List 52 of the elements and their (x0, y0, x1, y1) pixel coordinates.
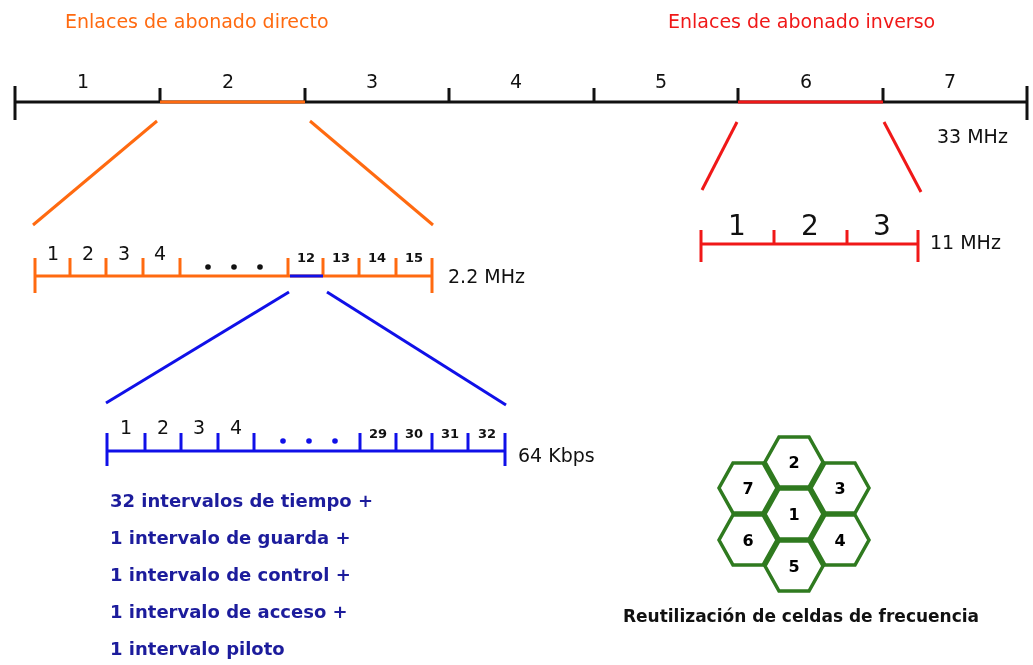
cell-number: 6 (741, 530, 755, 550)
hexagon-cell (717, 513, 779, 567)
slot-number: 3 (192, 418, 206, 437)
bandwidth-label: 33 MHz (937, 127, 1008, 146)
cell-number: 1 (787, 504, 801, 524)
channel-number: 14 (367, 251, 387, 264)
slot-number: 30 (404, 427, 424, 440)
note-line: 1 intervalo de acceso + (110, 603, 348, 621)
note-line: 1 intervalo piloto (110, 640, 285, 658)
channel-number: 2 (81, 244, 95, 263)
hexagon-cell (809, 513, 871, 567)
bandwidth-label: 64 Kbps (518, 446, 595, 465)
caption: Reutilización de celdas de frecuencia (622, 608, 980, 625)
channel-number: 4 (509, 72, 523, 91)
note-line: 1 intervalo de guarda + (110, 529, 351, 547)
hexagon-cell (763, 487, 825, 541)
channel-number: 3 (365, 72, 379, 91)
channel-number: 5 (654, 72, 668, 91)
channel-number: 2 (801, 212, 819, 240)
channel-number: 1 (728, 212, 746, 240)
channel-number: 13 (331, 251, 351, 264)
slot-number: 4 (229, 418, 243, 437)
hexagon-cell (763, 539, 825, 593)
channel-number: 12 (296, 251, 316, 264)
hexagon-cell (763, 435, 825, 489)
channel-number: 1 (76, 72, 90, 91)
slot-number: 2 (156, 418, 170, 437)
cell-number: 5 (787, 556, 801, 576)
note-line: 32 intervalos de tiempo + (110, 492, 374, 510)
bandwidth-label: 2.2 MHz (448, 267, 525, 286)
bandwidth-label: 11 MHz (930, 233, 1001, 252)
channel-number: 7 (943, 72, 957, 91)
channel-number: 15 (404, 251, 424, 264)
cell-number: 3 (833, 478, 847, 498)
cell-number: 2 (787, 452, 801, 472)
channel-number: 2 (221, 72, 235, 91)
slot-number: 32 (477, 427, 497, 440)
channel-number: 6 (799, 72, 813, 91)
cell-number: 7 (741, 478, 755, 498)
hexagon-cell (717, 461, 779, 515)
channel-number: 3 (873, 212, 891, 240)
slot-number: 31 (440, 427, 460, 440)
cell-number: 4 (833, 530, 847, 550)
hexagon-cell (809, 461, 871, 515)
note-line: 1 intervalo de control + (110, 566, 351, 584)
channel-number: 3 (117, 244, 131, 263)
channel-number: 4 (153, 244, 167, 263)
band-title: Enlaces de abonado directo (65, 12, 329, 31)
slot-number: 29 (368, 427, 388, 440)
slot-number: 1 (119, 418, 133, 437)
band-title: Enlaces de abonado inverso (668, 12, 936, 31)
channel-number: 1 (46, 244, 60, 263)
